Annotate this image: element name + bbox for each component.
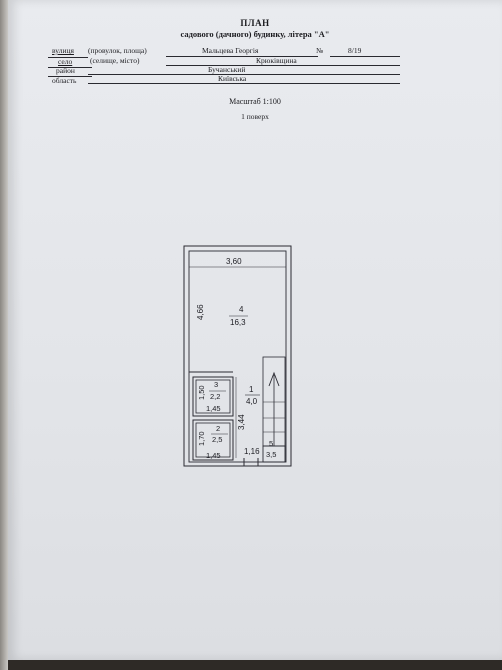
region-line — [88, 83, 400, 84]
number-line — [330, 56, 400, 57]
outer-wall-inner — [188, 250, 287, 463]
room-3-outline — [192, 376, 234, 417]
region-value: Київська — [218, 74, 247, 83]
dim-room-3-width-label: 1,45 — [206, 404, 221, 413]
village-hint: (селище, місто) — [90, 56, 140, 65]
room-2-outline — [192, 419, 234, 461]
room-3-inner — [195, 379, 231, 414]
village-label: село — [58, 57, 73, 66]
street-hint: (провулок, площа) — [88, 46, 147, 55]
dim-room-2-height-label: 1,70 — [197, 431, 206, 446]
room-2-inner — [195, 422, 231, 458]
dim-room-4-height-label: 4,66 — [196, 304, 205, 320]
document-title: ПЛАН — [240, 18, 270, 28]
room-4-area: 16,3 — [230, 318, 246, 327]
room-5-area: 3,5 — [266, 450, 276, 459]
district-label-line — [48, 67, 92, 68]
document-sheet: ПЛАН садового (дачного) будинку, літера … — [8, 0, 502, 660]
floor-label: 1 поверх — [241, 112, 269, 121]
room-3-number: 3 — [214, 380, 218, 389]
village-value: Крюківщина — [256, 56, 297, 65]
dim-room-2-width-label: 1,45 — [206, 451, 221, 460]
stair-arrow-head — [268, 371, 280, 387]
room-3-area: 2,2 — [210, 392, 220, 401]
dim-room-1-height-label: 3,44 — [237, 414, 246, 430]
room-4-number: 4 — [239, 305, 244, 314]
street-label: вулиця — [52, 46, 74, 55]
region-label-line — [48, 76, 92, 77]
district-line — [88, 74, 400, 75]
dim-room-3-height-label: 1,50 — [197, 385, 206, 400]
dim-room-1-width-label: 1,16 — [244, 447, 260, 456]
number-label: № — [316, 46, 324, 55]
district-label: район — [56, 66, 75, 75]
room-5-outline — [262, 445, 286, 463]
region-label: область — [52, 76, 77, 85]
scale-label: Масштаб 1:100 — [229, 97, 281, 106]
street-value: Мальцева Георгія — [202, 46, 259, 55]
dim-width-label: 3,60 — [226, 257, 242, 266]
district-value: Бучанський — [208, 65, 246, 74]
binding-edge — [0, 0, 8, 670]
room-2-number: 2 — [216, 424, 220, 433]
room-1-number: 1 — [249, 385, 254, 394]
village-label-line — [48, 57, 88, 58]
street-line — [166, 56, 318, 57]
room-1-area: 4,0 — [246, 397, 258, 406]
outer-wall-outer — [183, 245, 292, 467]
room-5-number: 5 — [269, 439, 273, 448]
number-value: 8/19 — [348, 46, 362, 55]
document-subtitle: садового (дачного) будинку, літера "А" — [180, 29, 330, 39]
village-line — [166, 65, 400, 66]
room-2-area: 2,5 — [212, 435, 222, 444]
